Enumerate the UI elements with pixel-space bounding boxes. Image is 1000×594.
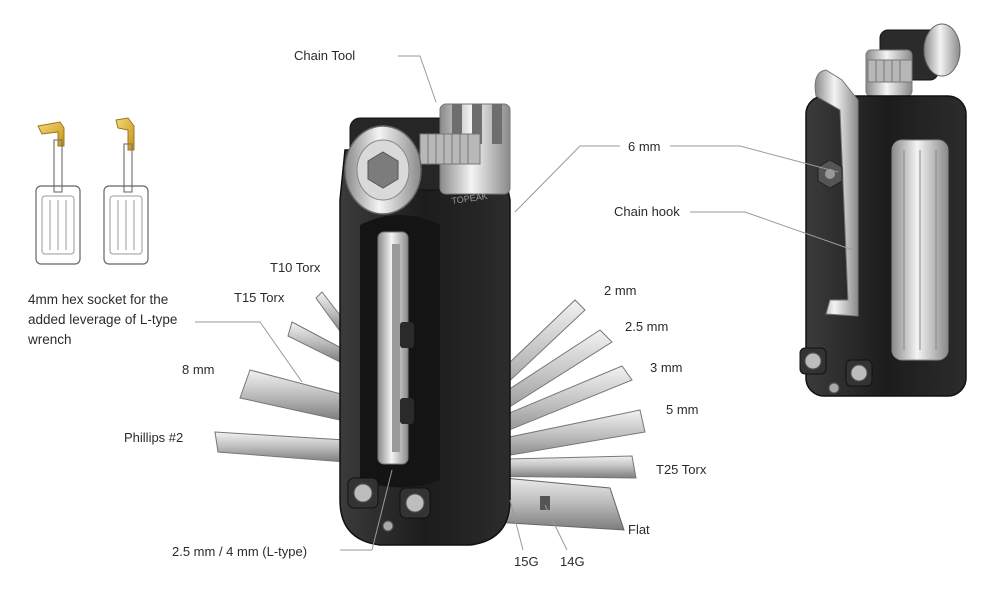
label-l-type: 2.5 mm / 4 mm (L-type) <box>172 544 308 559</box>
leader-15g <box>509 499 524 551</box>
label-flat: Flat <box>628 522 650 537</box>
hex-socket-icon <box>367 151 399 189</box>
main-multitool: TOPEAK <box>214 103 646 546</box>
leader-lines <box>195 55 854 551</box>
label-14g: 14G <box>560 554 585 569</box>
chain-hook <box>814 69 859 317</box>
label-2-5mm: 2.5 mm <box>625 319 669 334</box>
leader-6mm-back <box>670 145 839 173</box>
label-5mm: 5 mm <box>666 402 699 417</box>
thumbnail-tool-left <box>35 121 81 265</box>
back-view-multitool <box>799 23 967 397</box>
label-hex-socket: 4mm hex socket for the added leverage of… <box>28 292 178 347</box>
label-chain-hook: Chain hook <box>614 204 680 219</box>
thumbnail-tool-right <box>103 117 149 265</box>
label-2mm: 2 mm <box>604 283 637 298</box>
label-3mm: 3 mm <box>650 360 683 375</box>
chain-tool-screw <box>419 133 481 165</box>
leader-chain-hook <box>690 211 854 251</box>
label-t15-torx: T15 Torx <box>234 290 285 305</box>
bit-t15 <box>287 321 346 363</box>
spoke-slot-14g <box>540 496 550 510</box>
bit-8mm <box>239 369 346 421</box>
label-chain-tool: Chain Tool <box>294 48 356 63</box>
label-t25-torx: T25 Torx <box>656 462 707 477</box>
leader-6mm-main <box>514 145 620 213</box>
label-6mm: 6 mm <box>628 139 661 154</box>
leader-l-type <box>340 469 393 551</box>
label-8mm: 8 mm <box>182 362 215 377</box>
label-phillips: Phillips #2 <box>124 430 184 445</box>
label-15g: 15G <box>514 554 539 569</box>
leader-hex-socket <box>195 321 303 383</box>
leader-chain-tool <box>398 55 437 103</box>
leader-14g <box>544 504 568 551</box>
label-t10-torx: T10 Torx <box>270 260 321 275</box>
bit-phillips <box>214 431 346 463</box>
